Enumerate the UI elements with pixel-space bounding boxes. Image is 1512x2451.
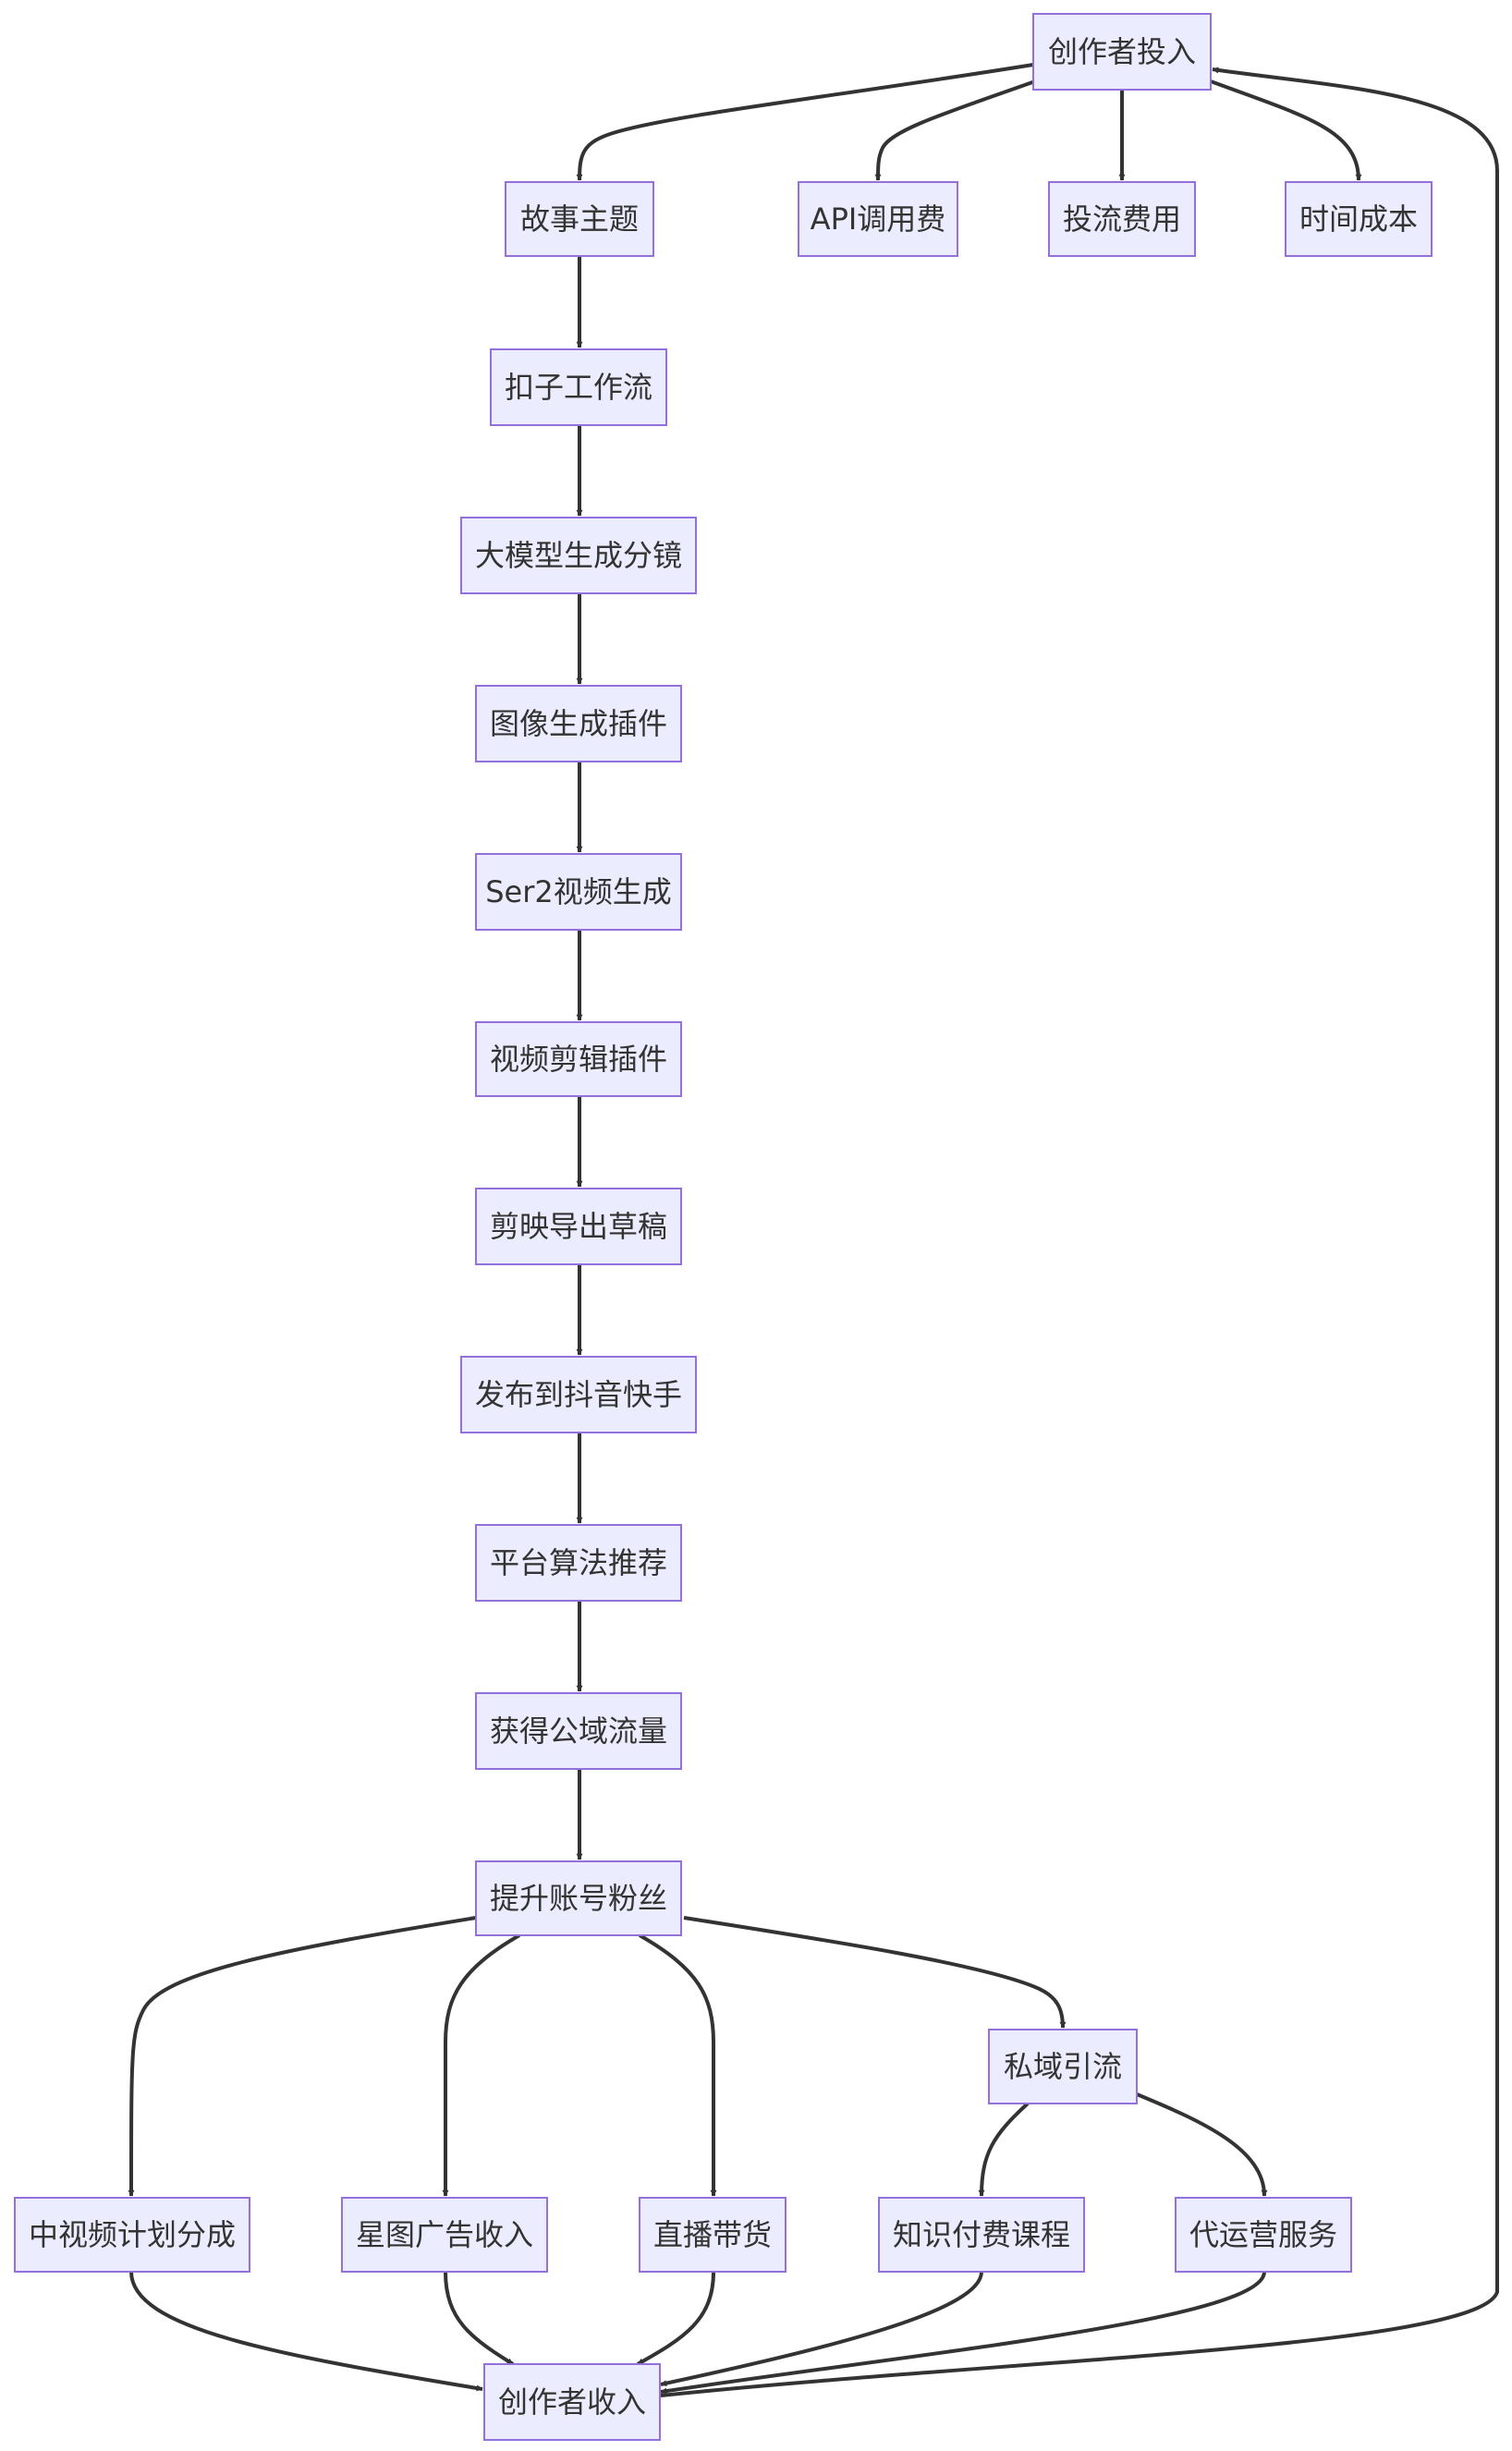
node-traffic[interactable]: 获得公域流量 <box>475 1692 682 1770</box>
node-edit[interactable]: 视频剪辑插件 <box>475 1021 682 1097</box>
node-publish[interactable]: 发布到抖音快手 <box>460 1356 697 1433</box>
node-topic-label: 故事主题 <box>520 201 639 237</box>
edge-course-income <box>660 2271 983 2387</box>
edge-invest-time <box>1210 79 1362 181</box>
node-workflow-label: 扣子工作流 <box>505 370 652 405</box>
node-storyboard-label: 大模型生成分镜 <box>475 538 682 573</box>
node-image[interactable]: 图像生成插件 <box>475 685 682 762</box>
node-edit-label: 视频剪辑插件 <box>490 1042 667 1077</box>
node-image-label: 图像生成插件 <box>490 706 667 741</box>
node-export-label: 剪映导出草稿 <box>490 1209 667 1244</box>
node-live-label: 直播带货 <box>653 2217 772 2252</box>
node-algo[interactable]: 平台算法推荐 <box>475 1524 682 1602</box>
edge-xingtu-income <box>444 2271 515 2366</box>
edge-midvideo-income <box>129 2271 483 2392</box>
node-invest[interactable]: 创作者投入 <box>1032 13 1212 91</box>
node-storyboard[interactable]: 大模型生成分镜 <box>460 517 697 594</box>
node-agency[interactable]: 代运营服务 <box>1175 2197 1352 2273</box>
edge-private-course <box>978 2102 1030 2197</box>
node-workflow[interactable]: 扣子工作流 <box>490 348 667 426</box>
edge-invest-loop <box>660 67 1499 2397</box>
node-xingtu-label: 星图广告收入 <box>356 2217 533 2252</box>
edge-invest-topic <box>576 63 1034 181</box>
edge-agency-income <box>660 2271 1266 2395</box>
node-topic[interactable]: 故事主题 <box>505 181 654 257</box>
node-midvideo[interactable]: 中视频计划分成 <box>14 2197 250 2273</box>
node-video-label: Ser2视频生成 <box>485 874 672 909</box>
node-income[interactable]: 创作者收入 <box>483 2363 661 2441</box>
edge-fans-live <box>639 1933 717 2197</box>
edge-fans-private <box>683 1916 1067 2029</box>
node-fans[interactable]: 提升账号粉丝 <box>475 1860 682 1936</box>
node-private-label: 私域引流 <box>1004 2049 1122 2084</box>
edge-invest-api <box>874 79 1036 181</box>
node-ads-label: 投流费用 <box>1063 201 1181 237</box>
edge-fans-xingtu <box>442 1933 521 2197</box>
node-fans-label: 提升账号粉丝 <box>490 1881 667 1916</box>
node-video[interactable]: Ser2视频生成 <box>475 853 682 931</box>
node-income-label: 创作者收入 <box>498 2384 646 2420</box>
node-time-label: 时间成本 <box>1299 201 1418 237</box>
node-api[interactable]: API调用费 <box>798 181 958 257</box>
node-publish-label: 发布到抖音快手 <box>475 1377 682 1412</box>
node-time[interactable]: 时间成本 <box>1285 181 1433 257</box>
node-private[interactable]: 私域引流 <box>988 2029 1138 2104</box>
node-course-label: 知识付费课程 <box>893 2217 1070 2252</box>
edge-live-income <box>637 2271 715 2366</box>
edges <box>128 63 1499 2397</box>
node-ads[interactable]: 投流费用 <box>1048 181 1196 257</box>
node-xingtu[interactable]: 星图广告收入 <box>341 2197 548 2273</box>
edge-fans-midvideo <box>128 1916 477 2197</box>
node-course[interactable]: 知识付费课程 <box>878 2197 1085 2273</box>
node-traffic-label: 获得公域流量 <box>490 1713 667 1749</box>
node-midvideo-label: 中视频计划分成 <box>29 2217 236 2252</box>
node-algo-label: 平台算法推荐 <box>490 1545 667 1580</box>
node-invest-label: 创作者投入 <box>1048 34 1196 69</box>
node-api-label: API调用费 <box>811 201 946 237</box>
edge-private-agency <box>1136 2092 1268 2197</box>
node-agency-label: 代运营服务 <box>1189 2217 1337 2252</box>
node-export[interactable]: 剪映导出草稿 <box>475 1188 682 1265</box>
node-live[interactable]: 直播带货 <box>639 2197 786 2273</box>
